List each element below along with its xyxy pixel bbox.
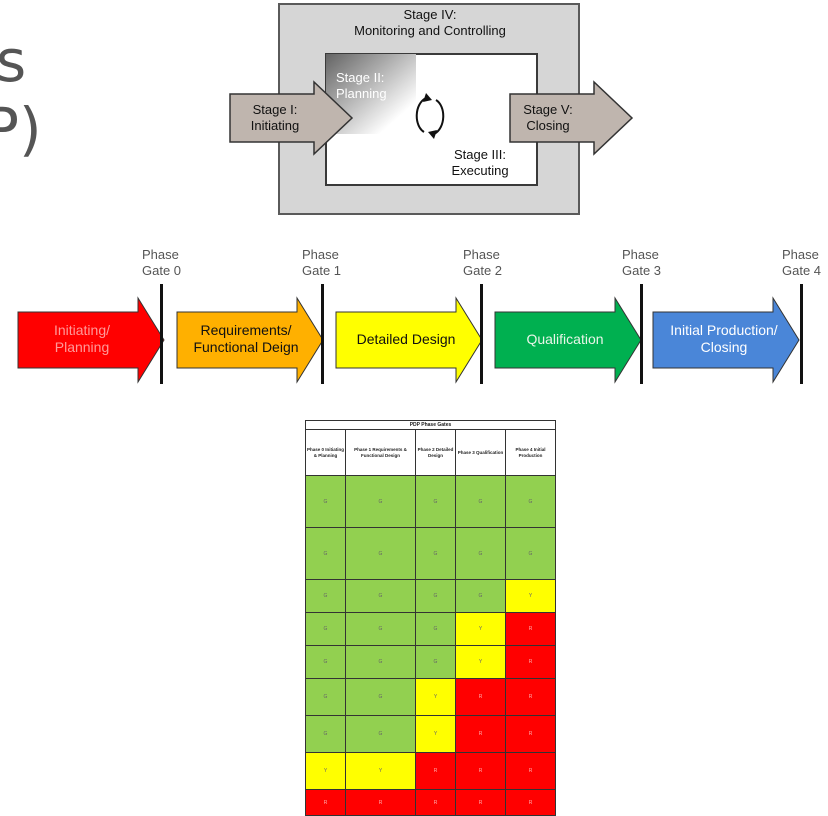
status-cell: Y [415, 678, 456, 716]
cycle-arrows-icon [415, 93, 445, 139]
table-header-cell: Phase 2 Detailed Design [415, 429, 456, 476]
status-cell: G [305, 612, 346, 646]
phase-2-label: Detailed Design [356, 331, 456, 347]
status-cell: G [455, 579, 506, 613]
stage-ii-label: Stage II: Planning [336, 70, 387, 101]
status-cell: G [455, 527, 506, 580]
phase-gate-table: PDP Phase Gates Phase 0 Initiating & Pla… [305, 420, 556, 816]
title-fragment-2: P) [0, 95, 42, 163]
phase-0-arrow [17, 296, 165, 384]
status-cell: R [505, 678, 556, 716]
status-cell: R [505, 715, 556, 753]
status-cell: G [505, 475, 556, 528]
status-cell: G [505, 527, 556, 580]
phase-1-label: Requirements/Functional Deign [193, 322, 299, 355]
status-cell: G [345, 612, 416, 646]
status-cell: R [455, 789, 506, 816]
status-cell: G [415, 612, 456, 646]
stage-v-arrow [509, 80, 634, 156]
status-cell: R [455, 678, 506, 716]
status-cell: G [415, 527, 456, 580]
status-cell: G [305, 527, 346, 580]
status-cell: G [345, 645, 416, 679]
gate-1-line [321, 284, 324, 384]
status-cell: G [415, 645, 456, 679]
status-cell: R [505, 612, 556, 646]
stage-iv-label: Stage IV: Monitoring and Controlling [354, 7, 506, 38]
status-cell: G [415, 475, 456, 528]
status-cell: Y [345, 752, 416, 790]
status-cell: R [505, 789, 556, 816]
status-cell: G [305, 579, 346, 613]
table-caption: PDP Phase Gates [305, 420, 556, 430]
status-cell: R [345, 789, 416, 816]
stage-i-label: Stage I: Initiating [250, 102, 300, 133]
gate-4-line [800, 284, 803, 384]
status-cell: R [415, 752, 456, 790]
status-cell: G [345, 678, 416, 716]
status-cell: G [415, 579, 456, 613]
gate-0-line [160, 284, 163, 384]
status-cell: G [345, 475, 416, 528]
phase-3-label: Qualification [526, 331, 604, 347]
gate-2-line [480, 284, 483, 384]
status-cell: R [455, 715, 506, 753]
status-cell: G [305, 715, 346, 753]
status-cell: G [305, 678, 346, 716]
status-cell: G [345, 715, 416, 753]
status-cell: Y [415, 715, 456, 753]
status-cell: Y [455, 612, 506, 646]
status-cell: G [305, 475, 346, 528]
phase-4-label: Initial Production/Closing [670, 322, 778, 355]
table-header-cell: Phase 3 Qualification [455, 429, 506, 476]
stage-i-arrow [229, 80, 354, 156]
status-cell: R [505, 645, 556, 679]
status-cell: R [455, 752, 506, 790]
phase-4-arrow [652, 296, 800, 384]
phase-1-arrow [176, 296, 324, 384]
stage-iii-label: Stage III: Executing [451, 147, 509, 178]
stage-v-label: Stage V: Closing [523, 102, 573, 133]
phase-3-arrow [494, 296, 642, 384]
status-cell: G [305, 645, 346, 679]
status-cell: G [345, 579, 416, 613]
table-header-cell: Phase 1 Requirements & Functional Design [345, 429, 416, 476]
title-fragment-1: s [0, 27, 27, 95]
phase-0-label: Initiating/Planning [53, 322, 111, 355]
phase-2-arrow [335, 296, 483, 384]
status-cell: R [305, 789, 346, 816]
table-header-cell: Phase 4 Initial Production [505, 429, 556, 476]
status-cell: Y [305, 752, 346, 790]
status-cell: Y [455, 645, 506, 679]
status-cell: Y [505, 579, 556, 613]
status-cell: G [455, 475, 506, 528]
table-header-cell: Phase 0 Initiating & Planning [305, 429, 346, 476]
gate-3-line [640, 284, 643, 384]
status-cell: R [415, 789, 456, 816]
status-cell: G [345, 527, 416, 580]
status-cell: R [505, 752, 556, 790]
